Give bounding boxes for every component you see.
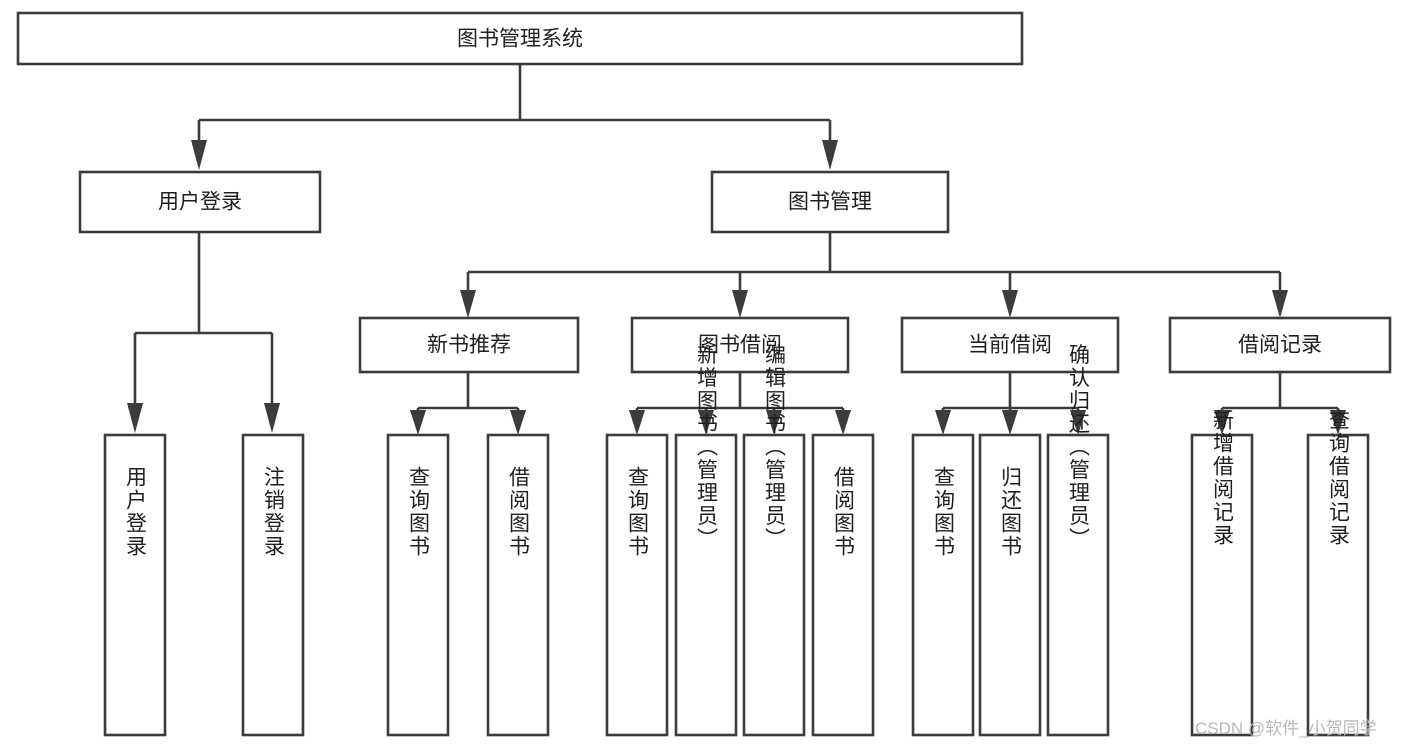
node-root[interactable]: 图书管理系统 <box>16 11 1024 66</box>
node-leaf-edit-book-label: 编辑图书（管理员） <box>763 344 787 551</box>
node-leaf-add-record[interactable]: 新增借阅记录 <box>1190 409 1254 737</box>
connector-layer <box>127 64 1346 435</box>
node-leaf-borrow-book-1[interactable]: 借阅图书 <box>486 433 550 737</box>
node-leaf-user-login-box[interactable] <box>103 433 167 737</box>
node-leaf-return-book-label: 归还图书 <box>999 466 1023 558</box>
watermark-label: CSDN @软件_小贺同学 <box>1195 719 1377 738</box>
node-leaf-user-logout-box[interactable] <box>241 433 305 737</box>
arrow-new-book-child-1-icon <box>410 410 426 435</box>
node-leaf-query-book-1-box[interactable] <box>386 433 450 737</box>
arrow-current-borrow-child-2-icon <box>1002 410 1018 435</box>
node-leaf-query-book-1[interactable]: 查询图书 <box>386 433 450 737</box>
arrow-borrow-record-child-2-icon <box>1330 410 1346 435</box>
arrow-book-manage-child-2-icon <box>732 290 748 318</box>
arrow-user-login-child-1-icon <box>127 403 143 433</box>
node-leaf-query-record-box[interactable] <box>1306 433 1370 737</box>
arrow-book-borrow-child-2-icon <box>698 410 714 435</box>
node-leaf-query-book-3[interactable]: 查询图书 <box>911 433 975 737</box>
arrow-new-book-child-2-icon <box>510 410 526 435</box>
node-leaf-user-logout-label: 注销登录 <box>262 466 286 558</box>
node-book-manage[interactable]: 图书管理 <box>710 170 950 234</box>
node-book-manage-label: 图书管理 <box>788 191 872 214</box>
node-leaf-edit-book[interactable]: 编辑图书（管理员） <box>742 344 806 737</box>
node-borrow-record-box[interactable] <box>1168 316 1392 374</box>
node-leaf-confirm-return-box[interactable] <box>1046 433 1110 737</box>
arrow-book-borrow-child-3-icon <box>766 410 782 435</box>
node-leaf-query-book-3-label: 查询图书 <box>932 466 956 558</box>
arrow-root-to-user-login-icon <box>191 140 207 170</box>
node-leaf-add-book-box[interactable] <box>674 433 738 737</box>
node-new-book-recommend-label: 新书推荐 <box>427 334 511 357</box>
node-leaf-borrow-book-2-box[interactable] <box>811 433 875 737</box>
node-leaf-borrow-book-2-label: 借阅图书 <box>832 466 856 558</box>
node-leaf-user-login[interactable]: 用户登录 <box>103 433 167 737</box>
node-leaf-query-book-2[interactable]: 查询图书 <box>605 433 669 737</box>
node-book-manage-box[interactable] <box>710 170 950 234</box>
node-root-label: 图书管理系统 <box>457 28 583 51</box>
node-current-borrow[interactable]: 当前借阅 <box>900 316 1120 374</box>
node-borrow-record[interactable]: 借阅记录 <box>1168 316 1392 374</box>
node-leaf-query-record[interactable]: 查询借阅记录 <box>1306 409 1370 737</box>
arrow-root-to-book-manage-icon <box>822 140 838 170</box>
node-leaf-return-book[interactable]: 归还图书 <box>978 433 1042 737</box>
node-current-borrow-box[interactable] <box>900 316 1120 374</box>
node-leaf-query-book-2-box[interactable] <box>605 433 669 737</box>
arrow-book-borrow-child-1-icon <box>629 410 645 435</box>
arrow-book-manage-child-3-icon <box>1002 290 1018 318</box>
node-current-borrow-label: 当前借阅 <box>968 334 1052 357</box>
node-new-book-recommend[interactable]: 新书推荐 <box>358 316 580 374</box>
arrow-current-borrow-child-3-icon <box>1070 410 1086 435</box>
node-user-login-label: 用户登录 <box>158 191 242 214</box>
node-leaf-edit-book-box[interactable] <box>742 433 806 737</box>
node-user-login[interactable]: 用户登录 <box>78 170 322 234</box>
node-leaf-return-book-box[interactable] <box>978 433 1042 737</box>
node-book-borrow-box[interactable] <box>630 316 850 374</box>
node-borrow-record-label: 借阅记录 <box>1238 334 1322 357</box>
node-leaf-borrow-book-1-box[interactable] <box>486 433 550 737</box>
arrow-book-borrow-child-4-icon <box>835 410 851 435</box>
node-book-borrow[interactable]: 图书借阅 <box>630 316 850 374</box>
node-leaf-query-book-1-label: 查询图书 <box>407 466 431 558</box>
node-leaf-add-record-label: 新增借阅记录 <box>1211 409 1235 547</box>
node-root-box[interactable] <box>16 11 1024 66</box>
node-leaf-user-logout[interactable]: 注销登录 <box>241 433 305 737</box>
node-leaf-query-book-2-label: 查询图书 <box>626 466 650 558</box>
node-new-book-recommend-box[interactable] <box>358 316 580 374</box>
node-leaf-borrow-book-2[interactable]: 借阅图书 <box>811 433 875 737</box>
node-leaf-add-book-label: 新增图书（管理员） <box>695 344 719 551</box>
node-leaf-borrow-book-1-label: 借阅图书 <box>507 466 531 558</box>
arrow-book-manage-child-4-icon <box>1272 290 1288 318</box>
node-leaf-query-record-label: 查询借阅记录 <box>1327 409 1351 547</box>
node-leaf-add-record-box[interactable] <box>1190 433 1254 737</box>
node-user-login-box[interactable] <box>78 170 322 234</box>
node-leaf-add-book[interactable]: 新增图书（管理员） <box>674 344 738 737</box>
node-book-borrow-label: 图书借阅 <box>698 334 782 357</box>
node-leaf-query-book-3-box[interactable] <box>911 433 975 737</box>
node-leaf-user-login-label: 用户登录 <box>124 466 148 558</box>
arrow-current-borrow-child-1-icon <box>935 410 951 435</box>
arrow-book-manage-child-1-icon <box>460 290 476 318</box>
node-leaf-confirm-return-label: 确认归还（管理员） <box>1067 344 1091 551</box>
arrow-user-login-child-2-icon <box>264 403 280 433</box>
arrow-borrow-record-child-1-icon <box>1214 410 1230 435</box>
node-leaf-confirm-return[interactable]: 确认归还（管理员） <box>1046 344 1110 737</box>
